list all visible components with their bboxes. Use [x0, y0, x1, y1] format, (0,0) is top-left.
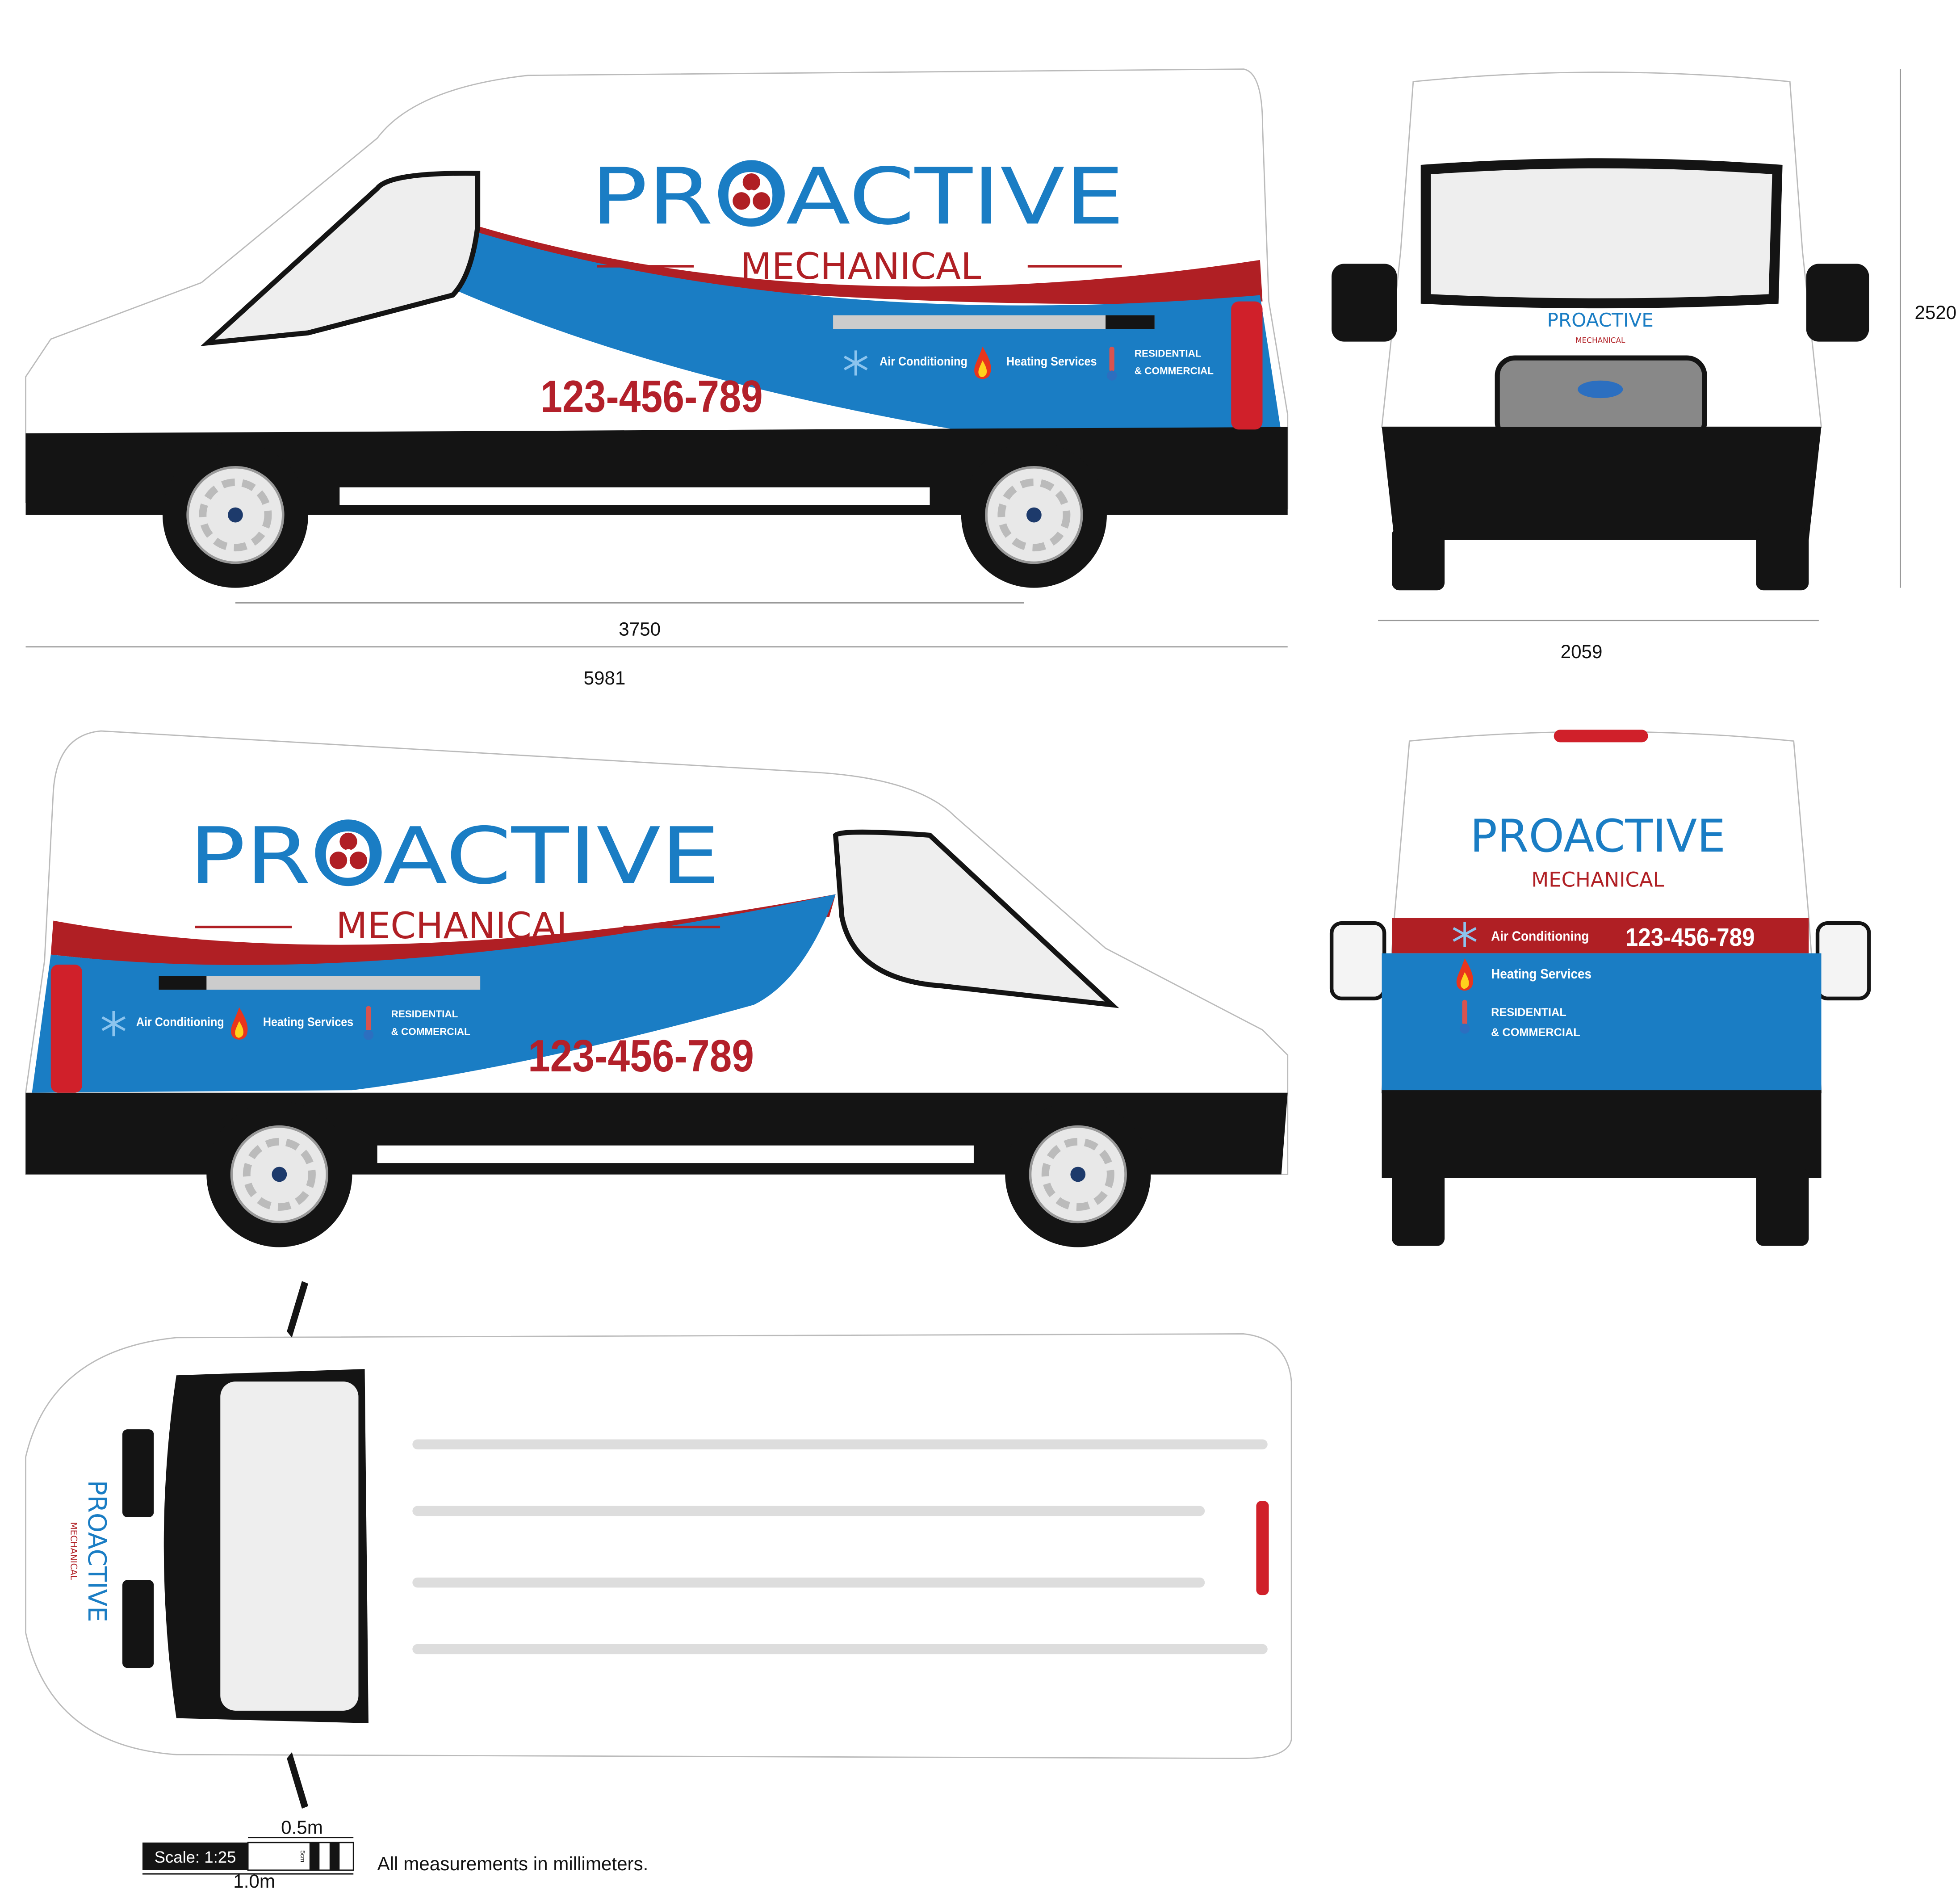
- red-swoosh: [465, 226, 1263, 304]
- top-view: PROACTIVE MECHANICAL: [25, 1281, 1292, 1809]
- segment-line1: RESIDENTIAL: [391, 1008, 458, 1020]
- scale-full: 1.0m: [233, 1871, 275, 1889]
- front-logo-mechanical: MECHANICAL: [1575, 336, 1625, 344]
- service-ac: Air Conditioning: [136, 1015, 224, 1029]
- front-logo-proactive: PROACTIVE: [1547, 309, 1654, 331]
- windshield: [1420, 158, 1783, 309]
- side-view-driver: PROACTIVE MECHANICAL 123-456-789 Air Con…: [25, 68, 1289, 588]
- segment-line1: RESIDENTIAL: [1135, 348, 1202, 359]
- service-heating: Heating Services: [1006, 354, 1097, 368]
- side-view-passenger: PROACTIVE MECHANICAL 123-456-789 Air Con…: [25, 730, 1289, 1247]
- rear-wheel: [206, 1101, 352, 1247]
- segment-line2: & COMMERCIAL: [391, 1026, 471, 1037]
- scale-half: 0.5m: [281, 1817, 323, 1838]
- rear-phone-number: 123-456-789: [1625, 923, 1755, 951]
- scale-tick-label: 5cm: [299, 1851, 306, 1863]
- front-wheel: [163, 442, 308, 588]
- height-dimension: 2520: [1914, 302, 1956, 323]
- phone-number: 123-456-789: [528, 1031, 754, 1081]
- blue-swoosh: [32, 894, 836, 1093]
- phone-number: 123-456-789: [540, 371, 763, 422]
- front-wheel: [1005, 1101, 1151, 1247]
- segment-line2: & COMMERCIAL: [1135, 365, 1214, 377]
- wheelbase-dimension: 3750: [619, 618, 661, 639]
- window: [200, 171, 481, 346]
- rear-wheel: [961, 442, 1107, 588]
- logo-proactive: PROACTIVE: [591, 151, 1125, 242]
- red-swoosh: [50, 894, 836, 967]
- blue-swoosh: [452, 232, 1282, 433]
- scale-label: Scale: 1:25: [155, 1848, 236, 1866]
- measurement-note: All measurements in millimeters.: [377, 1853, 649, 1874]
- logo-mechanical: MECHANICAL: [336, 905, 577, 947]
- hood-logo-mechanical: MECHANICAL: [69, 1522, 79, 1580]
- front-view: PROACTIVE MECHANICAL: [1332, 71, 1869, 591]
- rear-service-heating: Heating Services: [1491, 966, 1591, 982]
- logo-proactive: PROACTIVE: [189, 811, 720, 902]
- width-dimension: 2059: [1561, 641, 1603, 662]
- service-ac: Air Conditioning: [879, 354, 967, 368]
- window: [833, 829, 1119, 1008]
- length-dimension: 5981: [584, 667, 626, 688]
- rear-service-ac: Air Conditioning: [1491, 928, 1589, 944]
- rear-segment-line2: & COMMERCIAL: [1491, 1026, 1580, 1039]
- scale-bar: Scale: 1:25 5cm 0.5m 1.0m All measuremen…: [142, 1817, 648, 1889]
- rear-logo-mechanical: MECHANICAL: [1531, 868, 1664, 892]
- rear-view: PROACTIVE MECHANICAL Air Conditioning 12…: [1329, 730, 1871, 1246]
- service-heating: Heating Services: [263, 1015, 353, 1029]
- logo-mechanical: MECHANICAL: [740, 245, 981, 288]
- hood-logo-proactive: PROACTIVE: [82, 1480, 111, 1622]
- rear-logo-proactive: PROACTIVE: [1470, 810, 1725, 862]
- rear-segment-line1: RESIDENTIAL: [1491, 1006, 1566, 1019]
